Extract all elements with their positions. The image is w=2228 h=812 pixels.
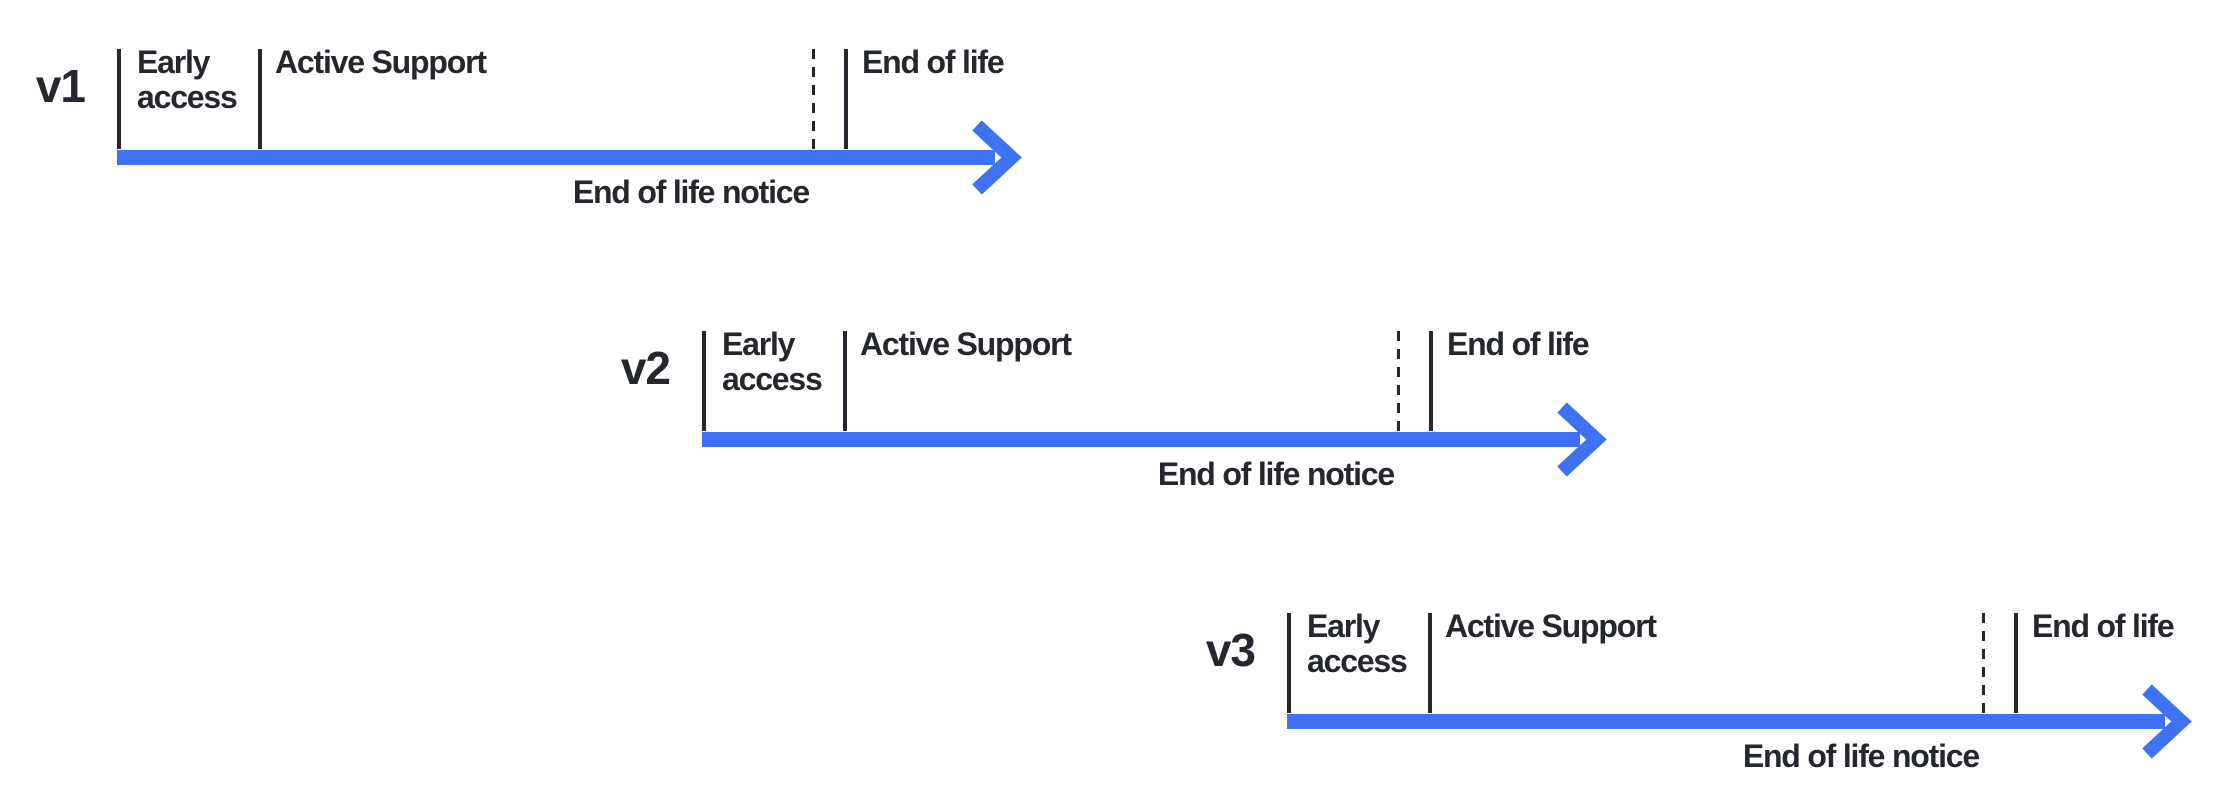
phase-label-active-support: Active Support	[860, 326, 1072, 362]
phase-label-end-of-life-notice: End of life notice	[1157, 456, 1395, 492]
tick-early-access-start	[1287, 613, 1291, 713]
tick-early-access-start	[702, 331, 706, 431]
tick-end-of-life	[1429, 331, 1433, 431]
timeline-v1: v1 Early access Active Support End of li…	[36, 45, 1037, 219]
timeline-v3: v3 Early access Active Support End of li…	[1206, 609, 2207, 783]
phase-label-end-of-life-notice: End of life notice	[572, 174, 810, 210]
phase-label-end-of-life: End of life	[2032, 608, 2175, 644]
version-label: v2	[620, 342, 671, 394]
tick-active-support-start	[258, 49, 262, 149]
tick-end-of-life	[2014, 613, 2018, 713]
phase-label-end-of-life-notice: End of life notice	[1742, 738, 1980, 774]
tick-end-of-life	[844, 49, 848, 149]
tick-end-of-life-notice-dashed	[1397, 331, 1400, 431]
phase-label-early-access: Early access	[1307, 608, 1408, 679]
tick-end-of-life-notice-dashed	[1982, 613, 1985, 713]
timeline-v2: v2 Early access Active Support End of li…	[621, 327, 1622, 501]
tick-active-support-start	[1428, 613, 1432, 713]
phase-label-end-of-life: End of life	[862, 44, 1005, 80]
phase-label-early-access: Early access	[722, 326, 823, 397]
phase-label-end-of-life: End of life	[1447, 326, 1590, 362]
timeline-arrow-icon	[1287, 684, 2192, 759]
timeline-arrow-icon	[702, 402, 1607, 477]
tick-active-support-start	[843, 331, 847, 431]
phase-label-early-access: Early access	[137, 44, 238, 115]
version-label: v1	[35, 60, 86, 112]
version-label: v3	[1205, 624, 1256, 676]
phase-label-active-support: Active Support	[275, 44, 487, 80]
phase-label-active-support: Active Support	[1445, 608, 1657, 644]
tick-end-of-life-notice-dashed	[812, 49, 815, 149]
tick-early-access-start	[117, 49, 121, 149]
timeline-arrow-icon	[117, 120, 1022, 195]
